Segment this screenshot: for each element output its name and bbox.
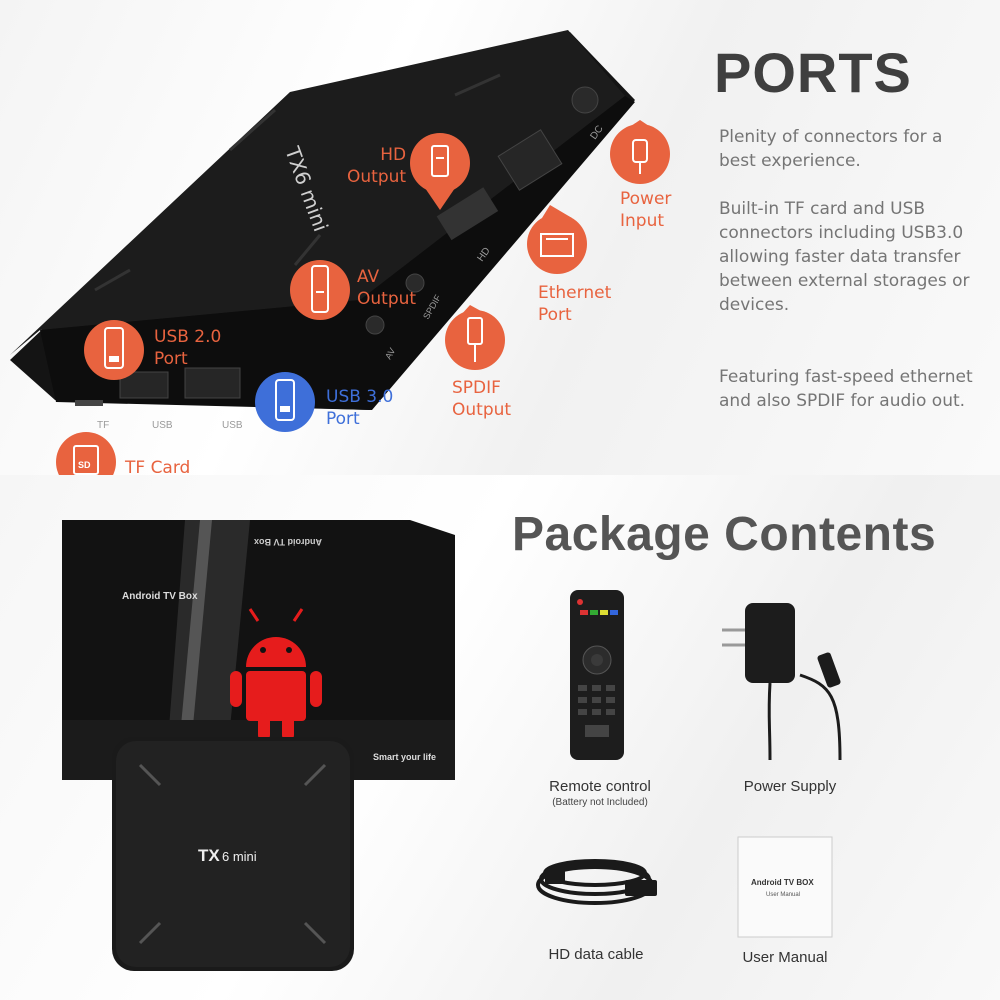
box-stripe-light — [176, 520, 212, 780]
spdif-jack — [365, 315, 385, 335]
device-top-face — [10, 30, 625, 355]
package-title: Package Contents — [512, 508, 937, 561]
ethernet-jack — [497, 129, 563, 191]
svg-text:SD: SD — [78, 460, 91, 470]
ports-paragraph-1: Plenity of connectors for a best experie… — [719, 127, 943, 171]
power-jack — [571, 86, 599, 114]
ports-paragraph-2: Built-in TF card and USB connectors incl… — [719, 199, 970, 315]
spdif-output-icon — [445, 305, 505, 370]
ports-paragraph-3: Featuring fast-speed ethernet and also S… — [719, 367, 973, 411]
manual-cover-sub: User Manual — [766, 892, 800, 898]
tf-card-label: TF Card — [125, 458, 191, 475]
power-input-label: Power Input — [620, 189, 672, 231]
package-section: Android TV Box Android TV Box Smart your… — [0, 475, 1000, 1000]
av-jack — [405, 273, 425, 293]
box-slogan: Smart your life — [373, 752, 436, 762]
power-supply-label: Power Supply — [743, 778, 837, 795]
user-manual-image: Android TV BOX User Manual — [737, 836, 833, 938]
power-input-icon — [610, 120, 670, 184]
ethernet-port-icon — [527, 205, 587, 274]
device-model: 6 mini — [222, 849, 257, 864]
manual-cover-title: Android TV BOX — [751, 878, 814, 887]
remote-control-image — [570, 590, 624, 760]
usb3-port-icon — [255, 372, 315, 432]
tf-slot — [75, 400, 103, 406]
hd-cable-image — [536, 859, 657, 905]
usb-port-2-print: USB — [222, 420, 243, 431]
android-logo-icon — [230, 608, 322, 741]
hd-output-label: HD Output — [347, 145, 407, 187]
spdif-output-label: SPDIF Output — [452, 378, 512, 420]
av-output-label: AV Output — [357, 267, 417, 309]
usb2-port-label: USB 2.0 Port — [154, 327, 222, 369]
tf-card-icon: SD — [56, 432, 116, 475]
package-items-illustration: Android TV BOX User Manual — [536, 590, 842, 938]
box-top-text: Android TV Box — [254, 537, 322, 547]
ports-section: TX6 mini HD DC SPDIF AV USB USB TF — [0, 0, 1000, 475]
retail-box-illustration: Android TV Box Android TV Box Smart your… — [62, 520, 455, 971]
device-illustration: TX6 mini HD DC SPDIF AV USB USB TF — [10, 30, 670, 475]
hd-output-icon — [410, 133, 470, 210]
usb-port-1-print: USB — [152, 420, 173, 431]
hd-port — [436, 187, 499, 241]
device-front-face — [40, 96, 635, 410]
ethernet-port-label: Ethernet Port — [538, 283, 612, 325]
ports-title: PORTS — [714, 41, 912, 104]
tf-port-print: TF — [97, 420, 109, 431]
usb3-port-label: USB 3.0 Port — [326, 387, 394, 429]
usb2-port-icon — [84, 320, 144, 380]
power-supply-image — [722, 603, 842, 761]
box-side-text: Android TV Box — [122, 591, 198, 602]
user-manual-label: User Manual — [742, 949, 828, 966]
remote-control-label: Remote control — [549, 778, 651, 795]
av-output-icon — [290, 260, 350, 320]
hd-cable-label: HD data cable — [548, 946, 644, 963]
usb-port-2 — [184, 367, 241, 399]
av-port-print: AV — [383, 346, 397, 361]
device-brand: TX — [198, 846, 220, 865]
remote-control-note: (Battery not Included) — [552, 797, 648, 808]
